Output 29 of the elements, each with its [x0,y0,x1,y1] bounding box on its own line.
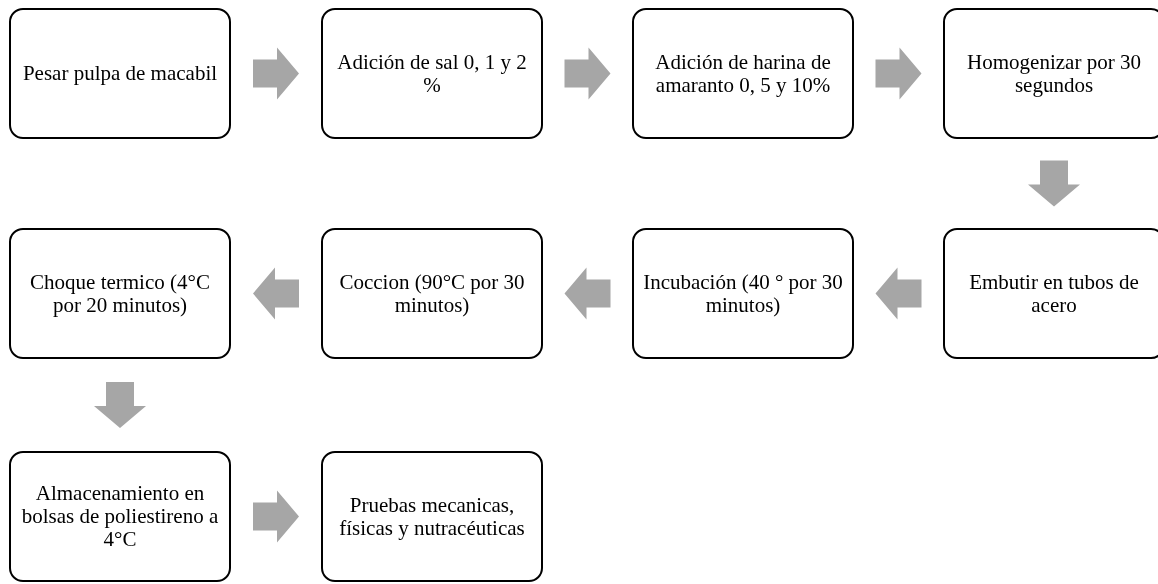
step-text: Pruebas mecanicas, físicas y nutracéuticas [338,493,526,540]
block-arrow [94,382,146,428]
step-text: Pesar pulpa de macabil [22,62,218,85]
step-text: Adición de sal 0, 1 y 2 % [336,50,528,97]
process-box [321,8,543,139]
process-box [9,8,231,139]
process-box [632,8,854,139]
block-arrow [875,267,922,320]
process-box [943,228,1158,359]
process-box [632,228,854,359]
process-box [321,228,543,359]
step-text: Choque termico (4°C por 20 minutos) [29,270,211,317]
block-arrow [253,490,299,543]
block-arrow [564,47,611,100]
process-box [9,451,231,582]
process-box [321,451,543,582]
step-text: Homogenizar por 30 segundos [966,50,1142,97]
step-text: Adición de harina de amaranto 0, 5 y 10% [654,50,832,97]
block-arrow [1028,160,1080,207]
block-arrow [253,267,299,320]
process-box [9,228,231,359]
block-arrow [875,47,922,100]
step-text: Coccion (90°C por 30 minutos) [338,270,526,317]
block-arrow [253,47,299,100]
step-text: Embutir en tubos de acero [968,270,1140,317]
step-text: Almacenamiento en bolsas de poliestireno a 4°C [20,482,220,551]
process-box [943,8,1158,139]
block-arrow [564,267,611,320]
step-text: Incubación (40 ° por 30 minutos) [642,270,844,317]
